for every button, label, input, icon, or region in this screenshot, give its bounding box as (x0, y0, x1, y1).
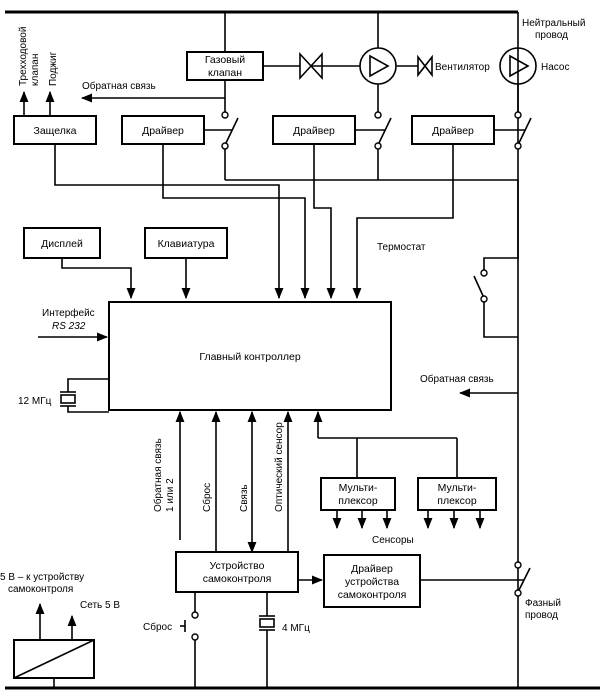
driver-label-3: Драйвер (432, 125, 474, 137)
driver-label-2: Драйвер (293, 125, 335, 137)
feedback-12-label-2: 1 или 2 (165, 478, 176, 512)
display-label: Дисплей (41, 238, 83, 250)
display-block (23, 227, 101, 259)
fan-valve-symbol (417, 54, 433, 78)
latch-label: Защелка (34, 125, 77, 137)
driver-label-1: Драйвер (142, 125, 184, 137)
mux-block-2 (417, 477, 497, 511)
crystal-main-label: 12 МГц (18, 396, 52, 407)
phase-switch (420, 561, 531, 597)
interface-label-1: Интерфейс (42, 307, 95, 319)
power-rails (5, 10, 600, 690)
mux-label-2b: плексор (437, 495, 477, 507)
self-check-driver-label-1: Драйвер (351, 563, 393, 575)
neutral-label-2: провод (535, 30, 568, 41)
three-way-label-1: Трехходовой (18, 27, 29, 86)
optical-label: Оптический сенсор (274, 422, 285, 512)
three-way-label-2: клапан (30, 54, 41, 86)
thermostat-label: Термостат (377, 242, 426, 253)
fan-label: Вентилятор (435, 62, 490, 73)
keyboard-label: Клавиатура (158, 238, 215, 250)
sensors-label: Сенсоры (372, 535, 414, 546)
self-check-driver-block (323, 554, 421, 608)
reset-button-label: Сброс (143, 621, 172, 633)
mux-label-1a: Мульти- (339, 482, 378, 494)
reset-button-symbol (180, 592, 199, 688)
main-controller-label: Главный контроллер (199, 351, 300, 363)
self-check-driver-label-2: устройства (345, 576, 399, 588)
self-check-label-2: самоконтроля (203, 573, 272, 585)
neutral-label-1: Нейтральный (522, 18, 585, 29)
pump-label: Насос (541, 62, 569, 73)
mux-block-1 (320, 477, 396, 511)
net5v-label: Сеть 5 В (80, 600, 120, 611)
supply-label-2: самоконтроля (8, 584, 73, 595)
driver-block-1 (121, 115, 205, 145)
self-check-block (175, 551, 299, 593)
interface-label-2: RS 232 (52, 321, 86, 332)
fan-icon (359, 47, 397, 85)
feedback-12-label-1: Обратная связь (152, 438, 164, 512)
ignition-label: Поджиг (48, 51, 59, 86)
gas-valve-label-2: клапан (208, 67, 242, 79)
feedback-top-label: Обратная связь (82, 80, 156, 92)
supply-label-1: 5 В – к устройству (0, 572, 84, 583)
mux-label-2a: Мульти- (438, 482, 477, 494)
reset-signal-label: Сброс (201, 483, 213, 512)
phase-label-1: Фазный (525, 598, 561, 609)
relay-contacts (204, 111, 532, 180)
phase-label-2: провод (525, 610, 558, 621)
main-controller-block (108, 301, 392, 411)
self-check-driver-label-3: самоконтроля (338, 589, 407, 601)
link-label: Связь (239, 484, 250, 512)
mux-label-1b: плексор (338, 495, 378, 507)
signal-lines (175, 410, 458, 554)
power-supply-symbol (13, 602, 95, 688)
gas-valve-label-1: Газовый (205, 54, 245, 66)
thermostat-switch (473, 180, 519, 338)
sensor-arrows (332, 510, 485, 530)
crystal-12mhz (60, 378, 109, 413)
crystal-self-label: 4 МГц (282, 623, 310, 634)
feedback-right-label: Обратная связь (420, 373, 494, 385)
keyboard-block (144, 227, 228, 259)
crystal-4mhz (259, 592, 275, 688)
control-wires (54, 144, 454, 300)
self-check-label-1: Устройство (210, 560, 265, 572)
valve-symbol (299, 51, 323, 81)
